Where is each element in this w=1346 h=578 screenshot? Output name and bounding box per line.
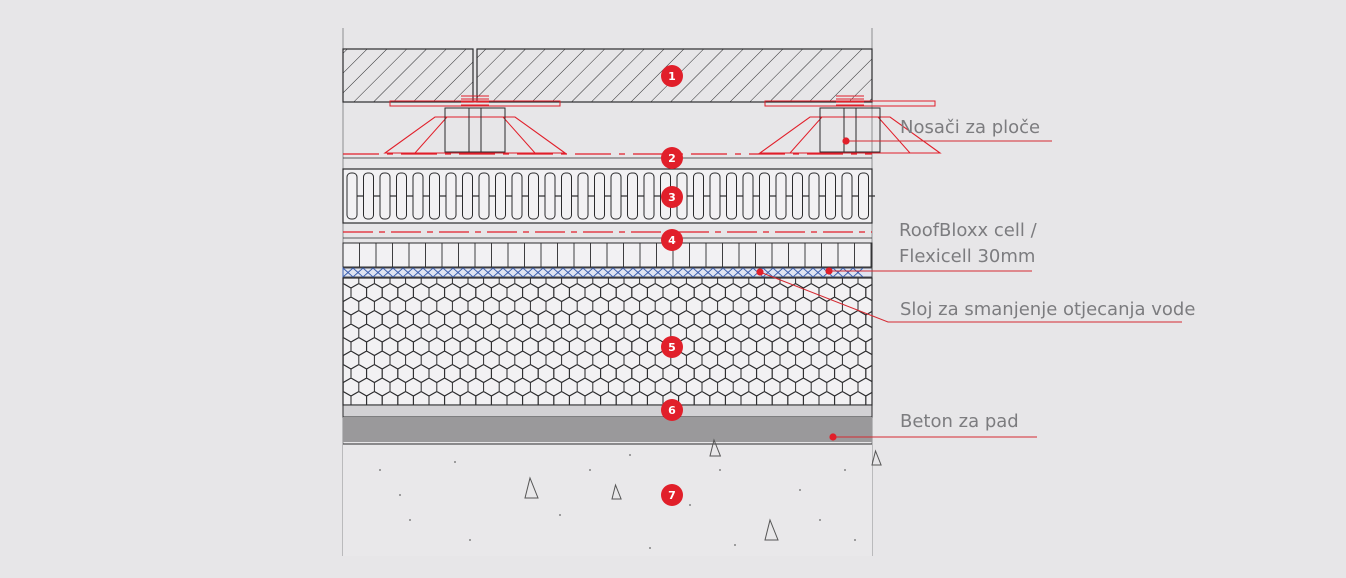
aggregate-stone — [524, 476, 539, 499]
honeycomb-insulation-layer — [342, 277, 873, 406]
layer-number-badge: 1 — [661, 65, 683, 87]
layer-badge-number: 7 — [668, 489, 676, 502]
aggregate-dot — [589, 469, 591, 471]
layer-badge-circle — [661, 186, 683, 208]
callout-label-slope: Beton za pad — [900, 411, 1019, 432]
aggregate-dot — [649, 547, 651, 549]
pedestal-center — [383, 95, 567, 154]
callout-anchor-dot — [842, 137, 850, 145]
callout-label-cells: RoofBloxx cell / — [899, 220, 1038, 241]
aggregate-dot — [379, 469, 381, 471]
aggregate-dot — [844, 469, 846, 471]
aggregate-dot — [409, 519, 411, 521]
aggregate-dot — [799, 489, 801, 491]
layer-number-badge: 3 — [661, 186, 683, 208]
layer-number-badge: 7 — [661, 484, 683, 506]
concrete-slab-layer — [343, 438, 882, 556]
layer-badge-circle — [661, 399, 683, 421]
aggregate-stone — [764, 518, 779, 541]
layer-number-badge: 4 — [661, 229, 683, 251]
drainage-cell-layer — [342, 168, 875, 224]
layer-badge-number: 6 — [668, 404, 676, 417]
paving-slab-left — [342, 48, 474, 103]
aggregate-dot — [734, 544, 736, 546]
aggregate-stone — [709, 438, 722, 457]
callout-runoff: Sloj za smanjenje otjecanja vode — [756, 268, 1195, 323]
slope-concrete-band — [343, 417, 872, 442]
pedestal-right — [758, 95, 942, 154]
aggregate-dot — [559, 514, 561, 516]
layer-badge-circle — [661, 229, 683, 251]
aggregate-dot — [469, 539, 471, 541]
screed-layer — [342, 404, 873, 418]
aggregate-dot — [854, 539, 856, 541]
callout-anchor-dot — [825, 267, 833, 275]
runoff-reduction-mesh — [342, 266, 873, 279]
layer-badge-circle — [661, 484, 683, 506]
aggregate-dot — [689, 504, 691, 506]
callout-supports: Nosači za ploče — [842, 117, 1052, 145]
aggregate-stone — [871, 449, 882, 466]
aggregate-dot — [629, 454, 631, 456]
layer-number-badge: 6 — [661, 399, 683, 421]
layer-badge-number: 1 — [668, 70, 676, 83]
callout-cells: RoofBloxx cell / Flexicell 30mm — [825, 220, 1038, 275]
layer-number-badge: 2 — [661, 147, 683, 169]
layer-badge-circle — [661, 65, 683, 87]
layer-badge-circle — [661, 336, 683, 358]
layer-badge-circle — [661, 147, 683, 169]
aggregate-stone — [611, 483, 622, 500]
layer-number-badge: 5 — [661, 336, 683, 358]
callout-label-cells: Flexicell 30mm — [899, 246, 1035, 267]
aggregate-dot — [454, 461, 456, 463]
aggregate-dot — [819, 519, 821, 521]
callout-anchor-dot — [829, 433, 837, 441]
callout-label-supports: Nosači za ploče — [900, 117, 1040, 138]
layer-badge-number: 3 — [668, 191, 676, 204]
callout-slope: Beton za pad — [829, 411, 1037, 441]
layer-badge-number: 5 — [668, 341, 676, 354]
aggregate-dot — [719, 469, 721, 471]
callout-label-runoff: Sloj za smanjenje otjecanja vode — [900, 299, 1195, 320]
callout-anchor-dot — [756, 268, 764, 276]
aggregate-dot — [399, 494, 401, 496]
layer-badge-number: 4 — [668, 234, 676, 247]
callout-leader-line — [759, 271, 1182, 323]
grid-cell-layer — [342, 242, 873, 268]
layer-badge-number: 2 — [668, 152, 676, 165]
